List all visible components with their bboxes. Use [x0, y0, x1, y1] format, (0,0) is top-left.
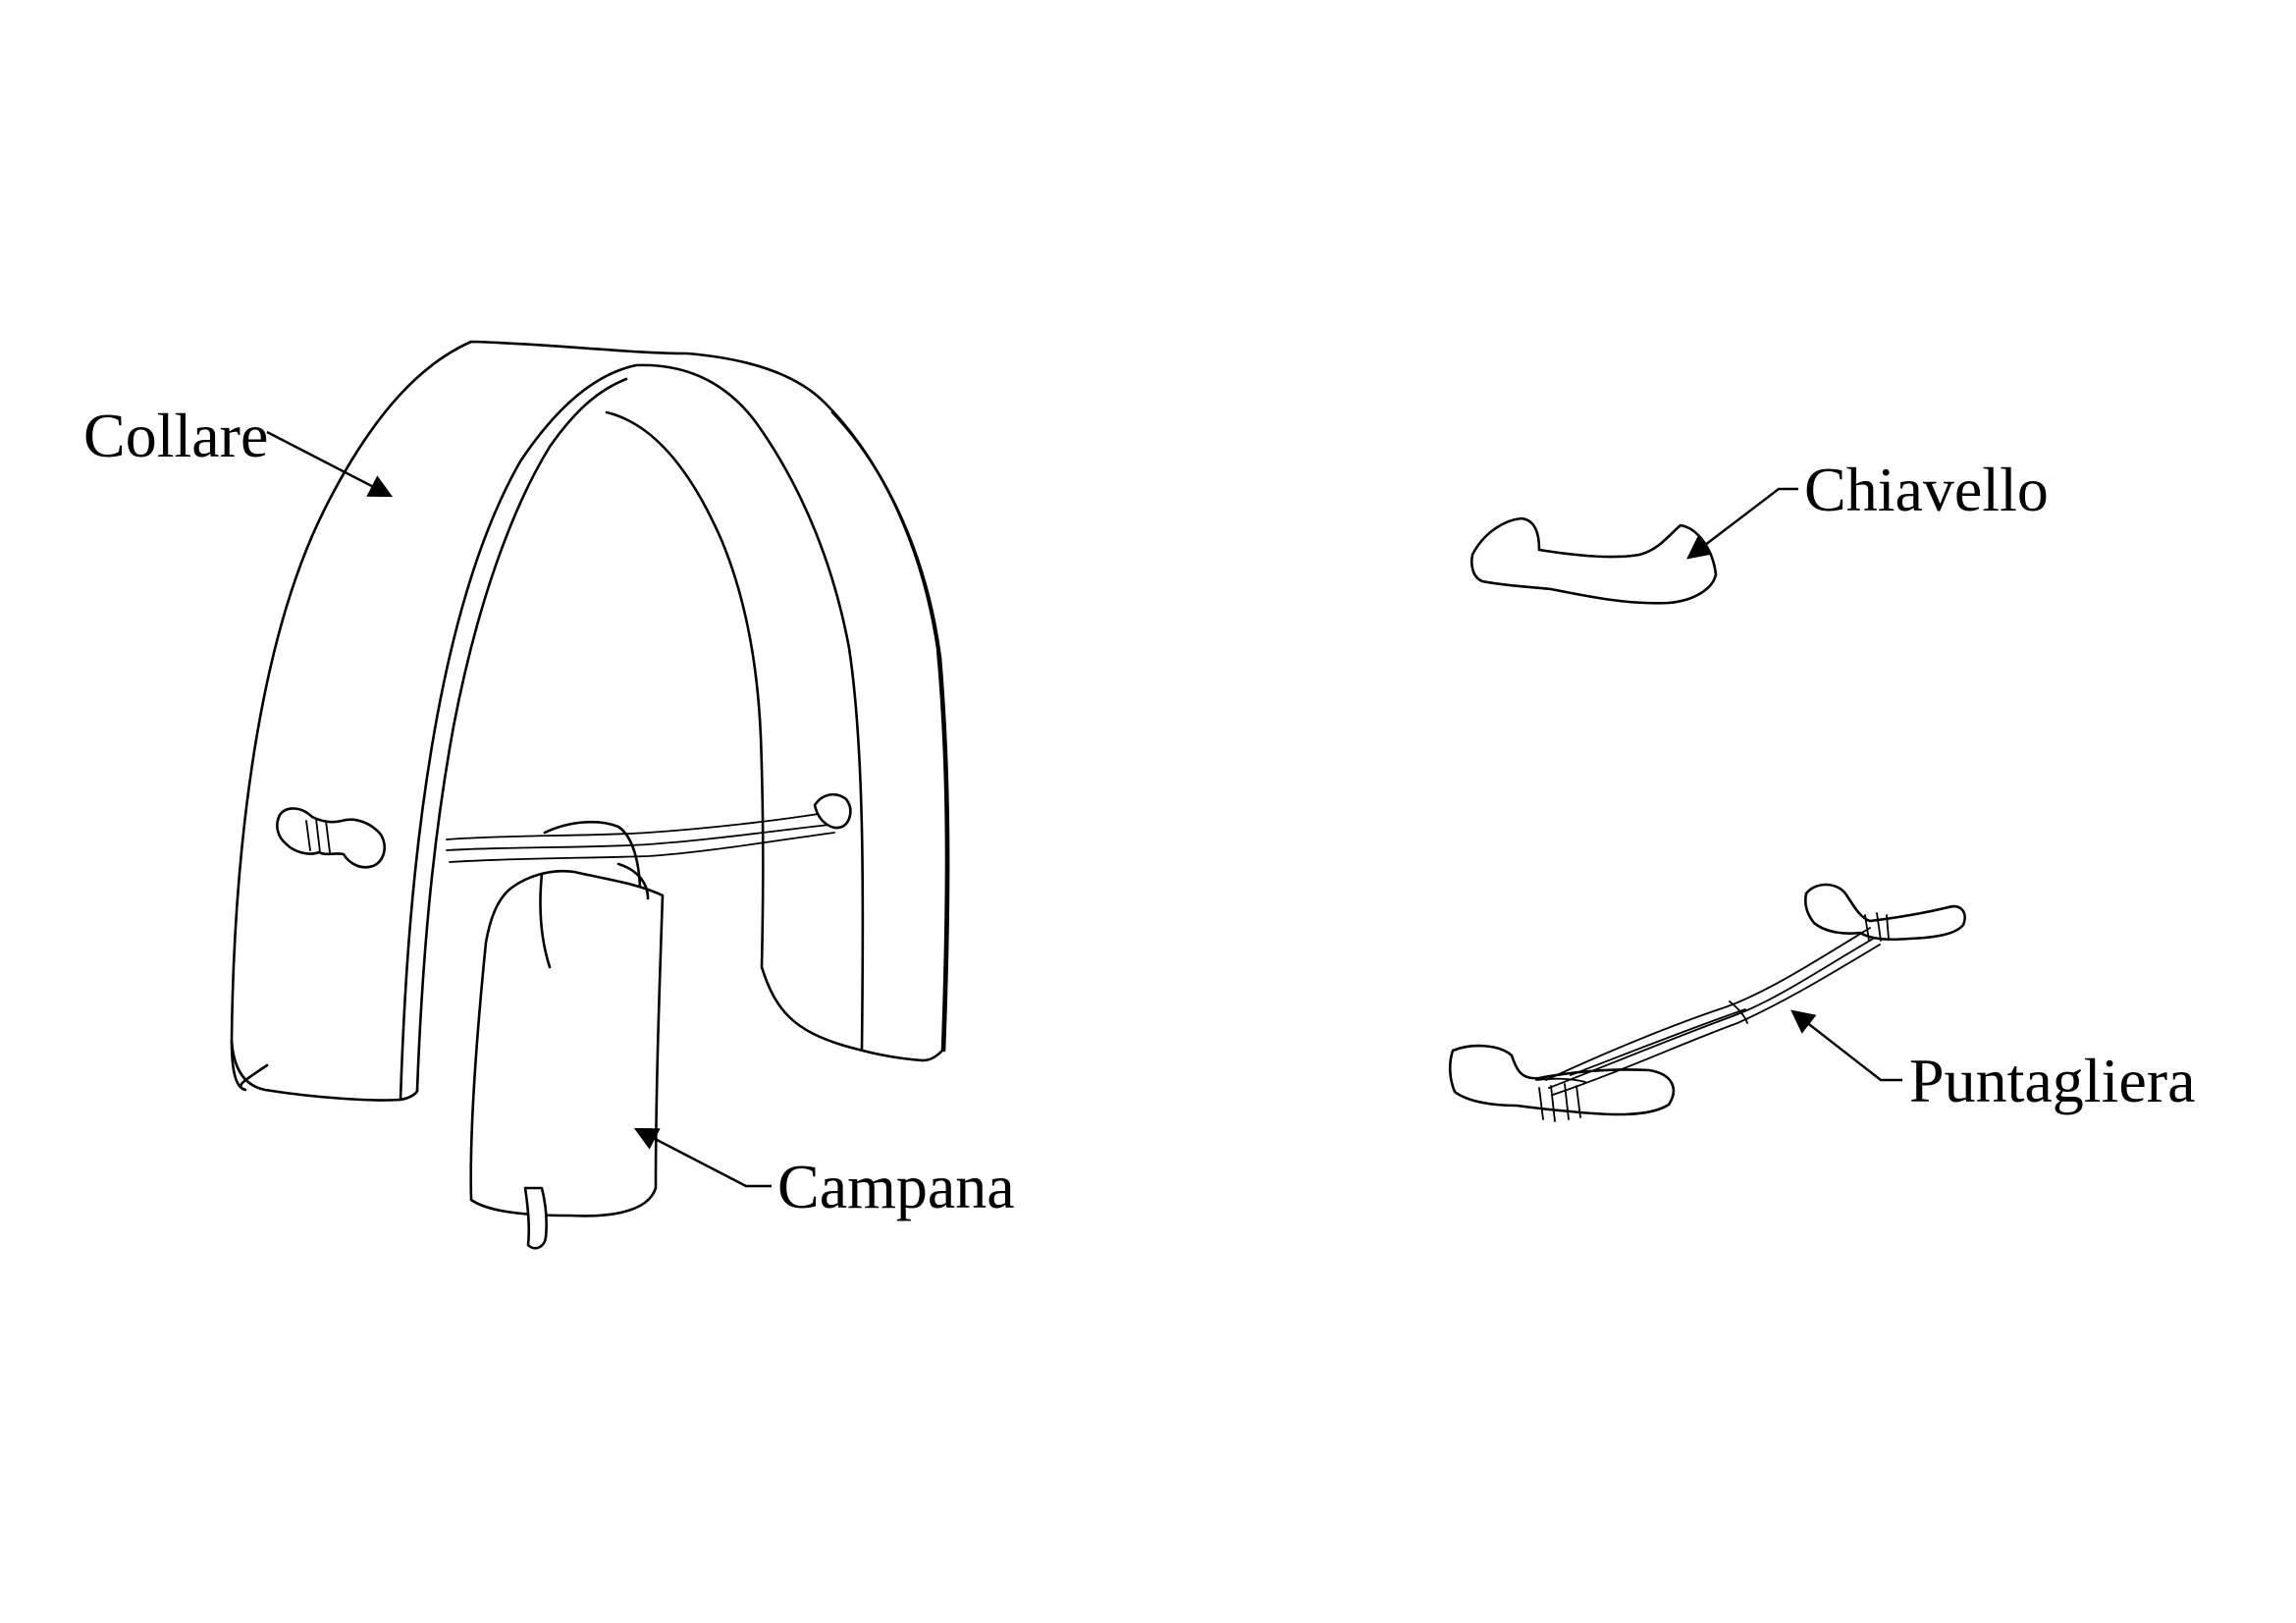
- campana-clapper: [523, 1186, 548, 1250]
- campana-body: [469, 869, 665, 1217]
- label-campana: Campana: [777, 1152, 1015, 1221]
- puntagliera-drawing: [1448, 883, 1966, 1122]
- label-chiavello-group: Chiavello: [1686, 455, 2049, 560]
- collare-cord: [446, 812, 826, 840]
- campana-strap: [543, 820, 642, 895]
- chiavello-drawing: [1470, 516, 1718, 605]
- collare-left-knob: [276, 807, 386, 869]
- leader-campana: [633, 1127, 772, 1188]
- label-campana-group: Campana: [633, 1127, 1015, 1221]
- label-collare: Collare: [83, 401, 268, 470]
- puntagliera-cord: [1545, 927, 1871, 1081]
- label-collare-group: Collare: [83, 401, 394, 498]
- collare-inner-opening: [399, 363, 865, 1102]
- campana-drawing: [469, 820, 665, 1250]
- leader-chiavello: [1686, 487, 1798, 560]
- leader-collare: [266, 430, 394, 498]
- collare-drawing: [230, 340, 950, 1102]
- puntagliera-lower-knob: [1448, 1044, 1675, 1116]
- puntagliera-upper-knob: [1803, 883, 1966, 942]
- label-puntagliera: Puntagliera: [1909, 1046, 2195, 1115]
- leader-puntagliera: [1790, 1009, 1902, 1082]
- label-puntagliera-group: Puntagliera: [1790, 1009, 2195, 1115]
- chiavello-pin: [1470, 516, 1718, 605]
- collare-outer-face: [230, 340, 948, 1092]
- label-chiavello: Chiavello: [1804, 455, 2049, 524]
- collare-thickness: [415, 377, 628, 1092]
